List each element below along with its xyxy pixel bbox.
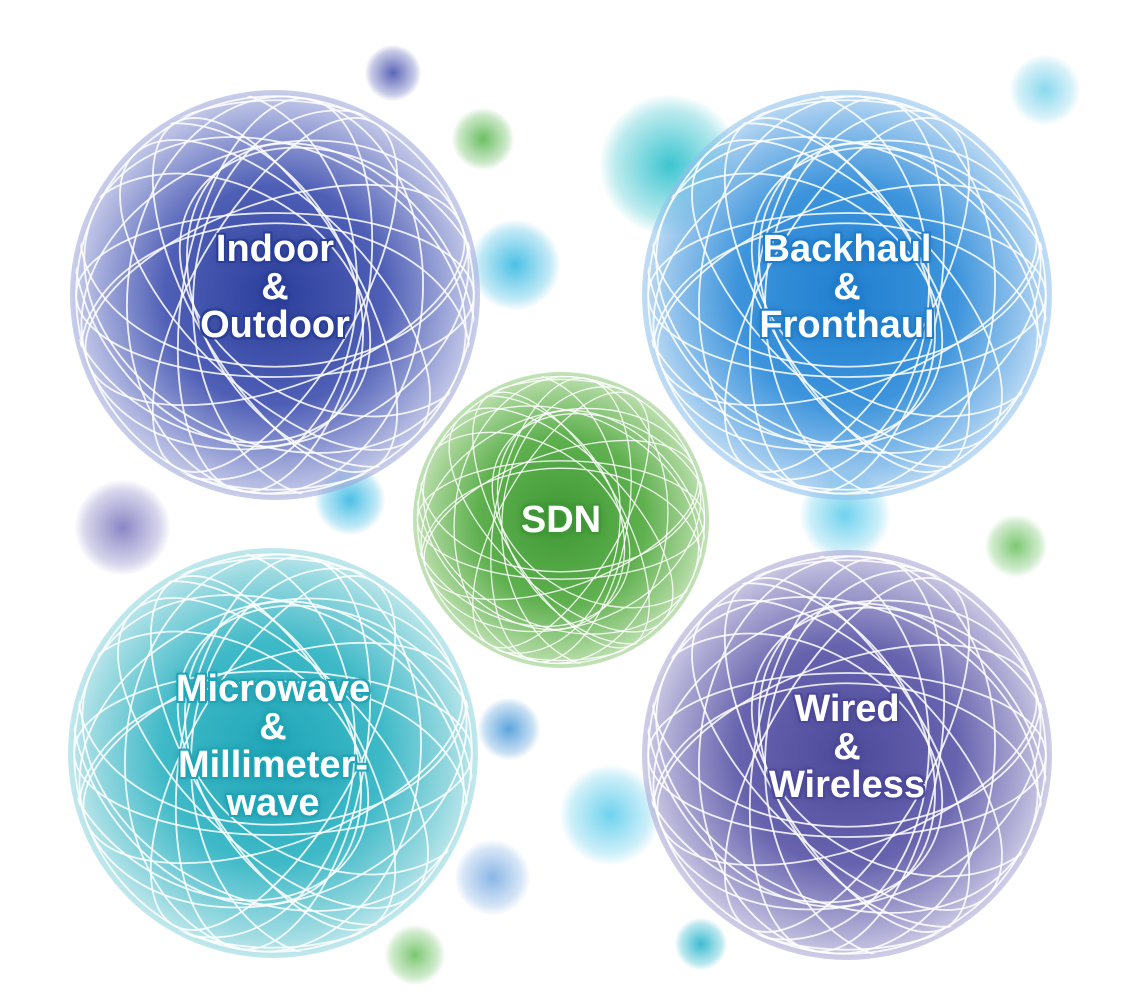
label-line: Indoor [215, 228, 335, 270]
label-line: Backhaul [762, 228, 932, 270]
label-line: SDN [520, 499, 602, 541]
label-line: Millimeter- [177, 744, 369, 786]
label-line: Outdoor [200, 304, 350, 346]
sphere-wired-wireless: Wired & Wireless [642, 550, 1052, 960]
sphere-sdn: SDN [413, 372, 709, 668]
sphere-backhaul-fronthaul: Backhaul & Fronthaul [642, 90, 1052, 500]
label-line: & [259, 706, 287, 748]
sphere-indoor-outdoor: Indoor & Outdoor [70, 90, 480, 500]
globe-grid-line [74, 172, 372, 444]
globe-outline [75, 95, 475, 495]
globe-outline [647, 555, 1047, 955]
sphere-label: Backhaul & Fronthaul [642, 230, 1052, 344]
globe-outline [416, 375, 706, 665]
globe-grid-line [646, 172, 944, 444]
globe-grid-line [176, 604, 474, 876]
label-line: & [833, 726, 861, 768]
globe-grid-line [750, 606, 1048, 878]
label-line: & [833, 266, 861, 308]
label-line: Wired [794, 688, 900, 730]
globe-grid-line [646, 632, 944, 904]
label-line: wave [226, 782, 320, 824]
decor-dot-green [385, 925, 445, 985]
globe-outline [73, 553, 473, 953]
label-line: Wireless [769, 764, 925, 806]
decor-dot-cyan [1010, 55, 1080, 125]
globe-grid-line [178, 146, 476, 418]
decor-dot-cyan [470, 220, 560, 310]
decor-dot-green [452, 108, 514, 170]
globe-grid-icon [74, 94, 476, 496]
globe-grid-line [72, 630, 370, 902]
decor-dot-blue [455, 840, 530, 915]
decor-dot-blue [478, 698, 540, 760]
globe-grid-icon [646, 94, 1048, 496]
label-line: & [261, 266, 289, 308]
sphere-label: Wired & Wireless [642, 690, 1052, 804]
globe-grid-line [750, 146, 1048, 418]
globe-grid-line [491, 412, 707, 609]
decor-dot-green [985, 515, 1047, 577]
label-line: Microwave [175, 668, 371, 710]
decor-dot-purple [75, 480, 170, 575]
decor-dot-purple [365, 45, 421, 101]
globe-grid-line [415, 431, 631, 628]
globe-outline [647, 95, 1047, 495]
sphere-microwave-millimeterwave: Microwave & Millimeter- wave [68, 548, 478, 958]
sphere-label: Indoor & Outdoor [70, 230, 480, 344]
globe-grid-icon [72, 552, 474, 954]
globe-grid-icon [415, 374, 707, 666]
globe-grid-icon [646, 554, 1048, 956]
label-line: Fronthaul [759, 304, 935, 346]
sphere-label: SDN [413, 501, 709, 539]
decor-dot-teal [675, 918, 727, 970]
sphere-label: Microwave & Millimeter- wave [68, 670, 478, 822]
